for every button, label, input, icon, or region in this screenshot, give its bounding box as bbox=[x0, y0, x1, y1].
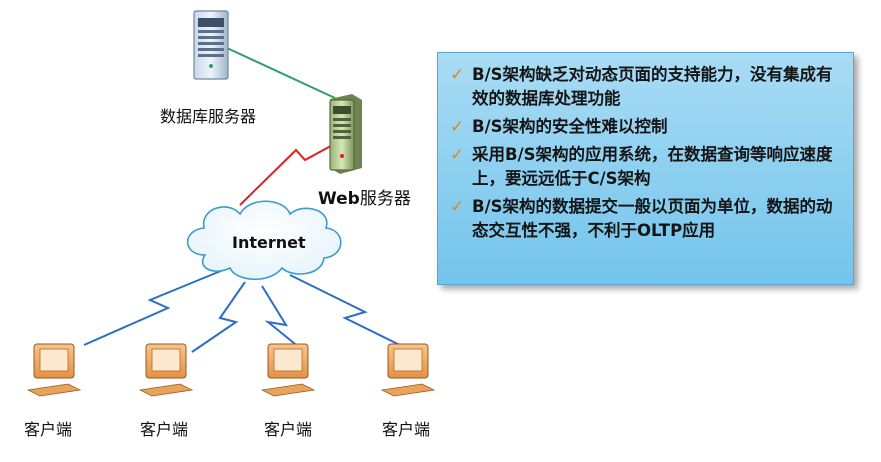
check-icon: ✓ bbox=[450, 197, 465, 217]
disadvantages-note-box: ✓ B/S架构缺乏对动态页面的支持能力，没有集成有效的数据库处理功能 ✓ B/S… bbox=[437, 52, 854, 285]
list-item-text: B/S架构缺乏对动态页面的支持能力，没有集成有效的数据库处理功能 bbox=[472, 65, 833, 108]
list-item: ✓ 采用B/S架构的应用系统，在数据查询等响应速度上，要远远低于C/S架构 bbox=[450, 143, 843, 191]
internet-cloud-icon bbox=[186, 200, 342, 280]
internet-label: Internet bbox=[232, 233, 306, 252]
client-link-2 bbox=[191, 281, 246, 353]
client-label: 客户端 bbox=[24, 420, 73, 439]
list-item-text: B/S架构的安全性难以控制 bbox=[472, 117, 668, 136]
client-computer-icon bbox=[260, 343, 316, 397]
db-web-link bbox=[226, 47, 336, 99]
client-computer-icon bbox=[26, 343, 82, 397]
client-label: 客户端 bbox=[264, 420, 313, 439]
list-item: ✓ B/S架构的安全性难以控制 bbox=[450, 115, 843, 139]
list-item: ✓ B/S架构缺乏对动态页面的支持能力，没有集成有效的数据库处理功能 bbox=[450, 63, 843, 111]
client-link-3 bbox=[261, 285, 301, 349]
client-label: 客户端 bbox=[382, 420, 431, 439]
client-computer-icon bbox=[380, 343, 436, 397]
check-icon: ✓ bbox=[450, 145, 465, 165]
client-label: 客户端 bbox=[140, 420, 189, 439]
client-link-1 bbox=[83, 267, 229, 346]
list-item-text: B/S架构的数据提交一般以页面为单位，数据的动态交互性不强，不利于OLTP应用 bbox=[472, 197, 833, 240]
check-icon: ✓ bbox=[450, 117, 465, 137]
client-link-4 bbox=[289, 274, 411, 351]
database-server-icon bbox=[193, 10, 229, 80]
web-server-icon bbox=[329, 94, 362, 174]
list-item-text: 采用B/S架构的应用系统，在数据查询等响应速度上，要远远低于C/S架构 bbox=[472, 145, 833, 188]
web-server-label-suffix: 服务器 bbox=[359, 189, 411, 209]
web-server-label: Web服务器 bbox=[318, 184, 411, 209]
web-internet-link bbox=[239, 141, 339, 206]
web-server-label-prefix: Web bbox=[318, 189, 360, 209]
disadvantages-list: ✓ B/S架构缺乏对动态页面的支持能力，没有集成有效的数据库处理功能 ✓ B/S… bbox=[450, 63, 843, 243]
client-computer-icon bbox=[138, 343, 194, 397]
database-server-label: 数据库服务器 bbox=[160, 107, 257, 126]
check-icon: ✓ bbox=[450, 65, 465, 85]
list-item: ✓ B/S架构的数据提交一般以页面为单位，数据的动态交互性不强，不利于OLTP应… bbox=[450, 195, 843, 243]
